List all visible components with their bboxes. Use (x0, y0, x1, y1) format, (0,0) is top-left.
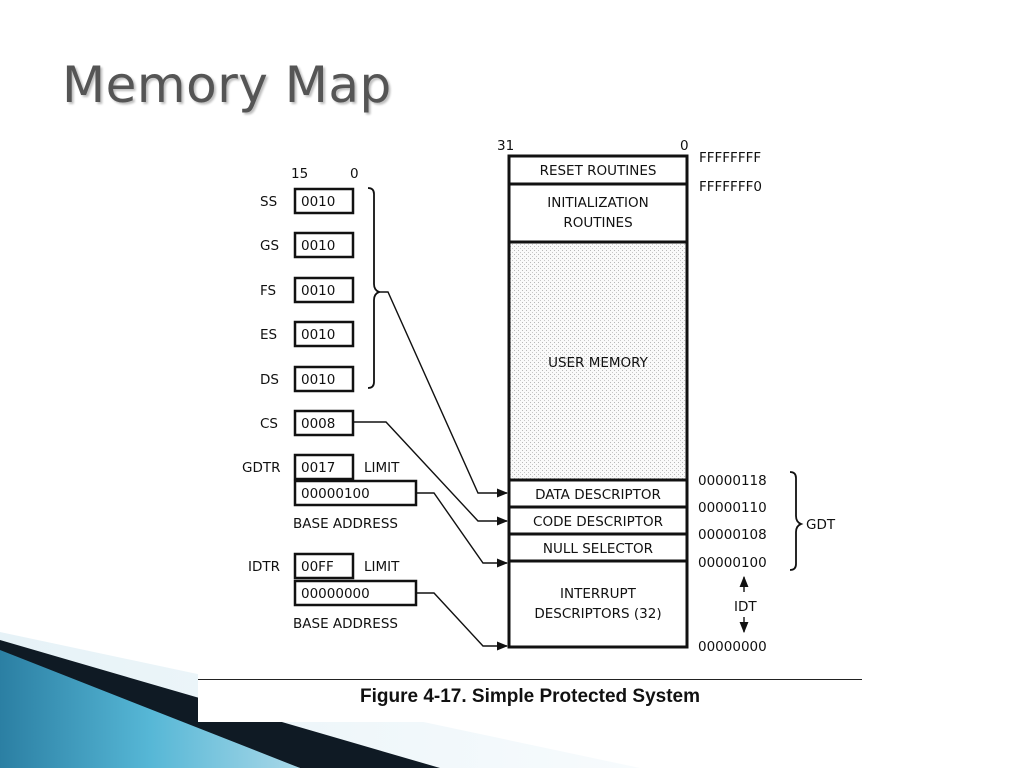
register-box (293, 365, 355, 393)
address-gdt-110: 00000110 (698, 500, 767, 516)
register-name: FS (260, 283, 276, 299)
gdt-brace (789, 471, 804, 571)
address-reset-end: FFFFFFF0 (699, 179, 762, 195)
address-gdt-100: 00000100 (698, 555, 767, 571)
memory-column: RESET ROUTINES INITIALIZATION ROUTINES U… (507, 154, 689, 649)
register-box (293, 187, 355, 215)
mem-label-code-descriptor: CODE DESCRIPTOR (533, 514, 663, 530)
gdtr-limit-label: LIMIT (364, 460, 400, 476)
slide-title: Memory Map (62, 56, 392, 114)
idtr-limit-label: LIMIT (364, 559, 400, 575)
register-box (293, 276, 355, 304)
register-name: DS (260, 372, 279, 388)
mem-block-code-descriptor (507, 505, 689, 536)
segment-register-cs: CS 0008 (260, 409, 355, 437)
segment-register-ds: DS 0010 (260, 365, 355, 393)
idtr-limit-value: 00FF (301, 559, 334, 575)
mem-label-init-1: INITIALIZATION (547, 195, 648, 211)
idtr-base-value: 00000000 (301, 586, 370, 602)
register-value: 0008 (301, 416, 335, 432)
address-gdt-108: 00000108 (698, 527, 767, 543)
segment-group-brace (367, 187, 382, 389)
swoosh-teal-band (0, 650, 300, 768)
figure-caption: Figure 4-17. Simple Protected System (359, 686, 700, 707)
gdtr-base-box (293, 479, 418, 507)
gdtr-base-value: 00000100 (301, 486, 370, 502)
register-value: 0010 (301, 283, 335, 299)
gdt-label: GDT (806, 517, 836, 533)
mem-block-init (507, 182, 689, 244)
cs-pointer-line (353, 421, 509, 526)
mem-label-init-2: ROUTINES (563, 215, 632, 231)
mem-block-data-descriptor (507, 478, 689, 509)
figure-panel: 15 0 SS 0010 GS 0010 FS 0010 ES 0010 DS … (198, 130, 862, 722)
idtr-base-label: BASE ADDRESS (293, 616, 398, 632)
gdtr-pointer-line (416, 492, 509, 568)
gdtr-base-label: BASE ADDRESS (293, 516, 398, 532)
gdtr-limit-value: 0017 (301, 460, 335, 476)
idtr-name: IDTR (248, 559, 280, 575)
mem-label-data-descriptor: DATA DESCRIPTOR (535, 487, 661, 503)
register-box (293, 320, 355, 348)
seg-bit-high-label: 15 (291, 166, 308, 182)
mem-block-interrupt-descriptors (507, 559, 689, 649)
register-value: 0010 (301, 238, 335, 254)
gdtr-register: GDTR 0017 LIMIT 00000100 BASE ADDRESS (242, 453, 418, 532)
gdtr-limit-box (293, 453, 355, 481)
address-bottom: 00000000 (698, 639, 767, 655)
address-top: FFFFFFFF (699, 150, 761, 166)
mem-block-null-selector (507, 532, 689, 563)
idtr-register: IDTR 00FF LIMIT 00000000 BASE ADDRESS (248, 552, 418, 632)
idtr-pointer-line (416, 592, 509, 651)
mem-label-int-1: INTERRUPT (560, 586, 637, 602)
mem-label-reset: RESET ROUTINES (540, 163, 657, 179)
segment-register-gs: GS 0010 (260, 231, 355, 259)
idtr-limit-box (293, 552, 355, 580)
segment-register-ss: SS 0010 (260, 187, 355, 215)
gdtr-name: GDTR (242, 460, 280, 476)
register-name: CS (260, 416, 278, 432)
register-value: 0010 (301, 372, 335, 388)
mem-label-user: USER MEMORY (548, 355, 649, 371)
idt-label: IDT (734, 599, 757, 615)
segment-register-es: ES 0010 (260, 320, 355, 348)
register-name: GS (260, 238, 279, 254)
mem-label-int-2: DESCRIPTORS (32) (534, 606, 661, 622)
register-name: SS (260, 194, 277, 210)
register-box (293, 409, 355, 437)
segment-register-fs: FS 0010 (260, 276, 355, 304)
mem-bit-high-label: 31 (497, 138, 514, 154)
idtr-base-box (293, 579, 418, 607)
mem-block-user (507, 240, 689, 482)
caption-rule (198, 679, 862, 680)
register-box (293, 231, 355, 259)
mem-label-null-selector: NULL SELECTOR (543, 541, 653, 557)
register-value: 0010 (301, 194, 335, 210)
register-value: 0010 (301, 327, 335, 343)
memory-map-diagram: 15 0 SS 0010 GS 0010 FS 0010 ES 0010 DS … (242, 138, 836, 655)
ds-pointer-line (379, 291, 509, 498)
seg-bit-low-label: 0 (350, 166, 359, 182)
mem-bit-low-label: 0 (680, 138, 689, 154)
mem-block-reset (507, 154, 689, 186)
address-gdt-118: 00000118 (698, 473, 767, 489)
register-name: ES (260, 327, 277, 343)
